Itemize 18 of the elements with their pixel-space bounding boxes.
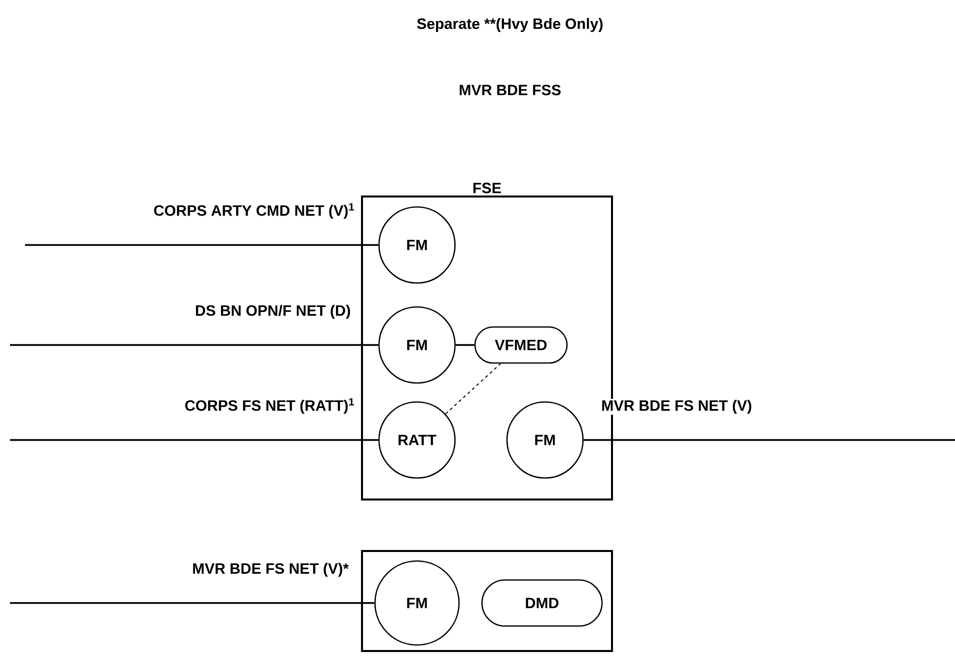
signal-line — [25, 244, 378, 246]
signal-line — [10, 344, 378, 346]
node-label: FSE — [473, 182, 501, 194]
edge-label: MVR BDE FS NET (V) — [600, 398, 754, 415]
signal-line — [10, 439, 378, 441]
signal-line — [10, 602, 374, 604]
panel-box — [361, 550, 613, 652]
edge-label: DS BN OPN/F NET (D) — [194, 304, 352, 320]
device-capsule: VFMED — [474, 326, 568, 364]
signal-line — [445, 363, 502, 414]
title: MVR BDE FSS — [460, 84, 561, 96]
edge-label: CORPS FS NET (RATT)$^{1}$ — [184, 397, 356, 415]
edge-label: MVR BDE FS NET (V)* — [191, 562, 350, 578]
device-capsule: DMD — [481, 579, 603, 627]
signal-line — [584, 439, 955, 441]
signal-line — [456, 344, 474, 346]
edge-label: CORPS ARTY CMD NET (V)$^{1}$ — [152, 202, 356, 220]
note: Separate **(Hvy Bde Only) — [417, 18, 603, 32]
